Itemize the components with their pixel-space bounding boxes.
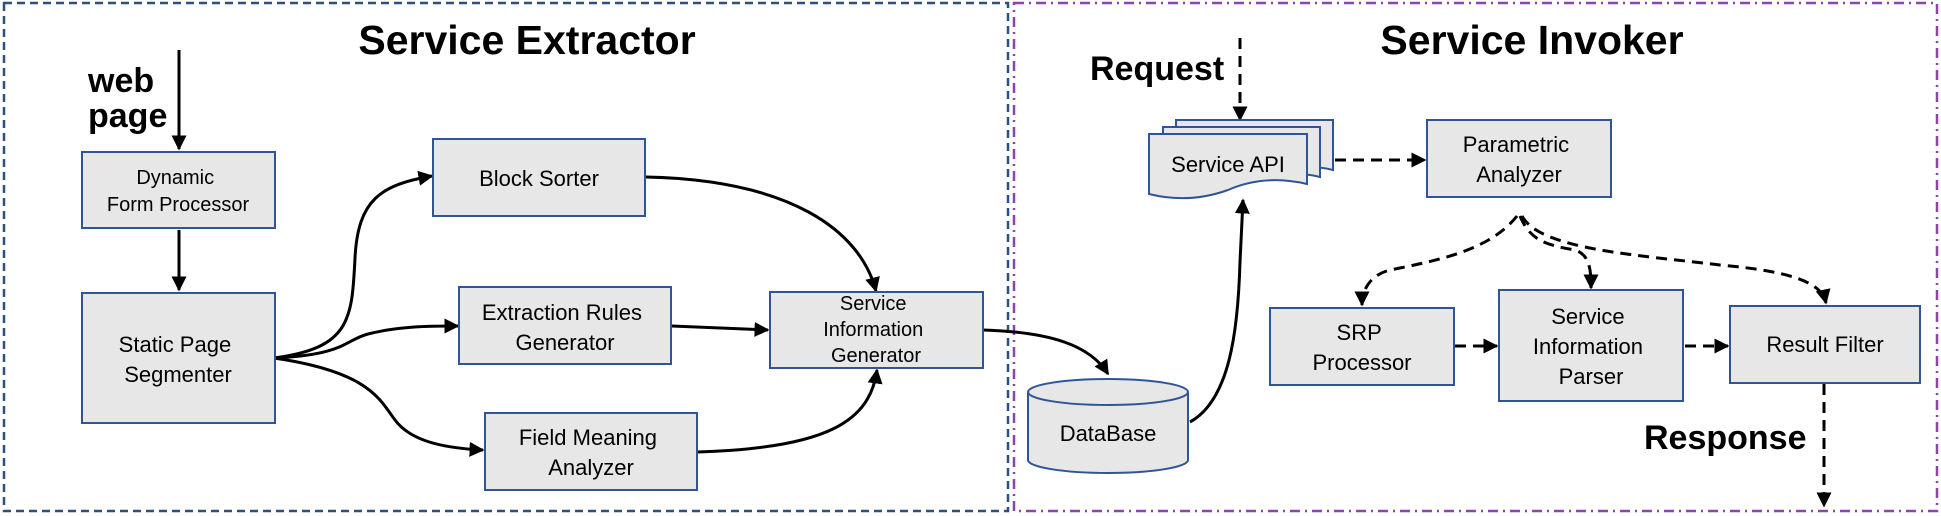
service-invoker-title: Service Invoker — [1380, 17, 1683, 63]
svg-text:Service Information: Service Information Parser — [1533, 304, 1649, 389]
arrow-static-page-to-block-sorter — [273, 170, 434, 360]
svg-text:Service API: Service API — [1171, 152, 1285, 177]
arrow-parametric-to-result-filter — [1520, 215, 1831, 305]
field-meaning-analyzer-box: Field Meaning Analyzer — [484, 412, 698, 491]
node-label: Generator — [831, 345, 921, 367]
node-label: Result Filter — [1766, 332, 1883, 357]
node-label: Service API — [1171, 152, 1285, 177]
extraction-rules-generator-box: Extraction Rules Generator — [458, 286, 672, 365]
service-extractor-panel — [2, 1, 1010, 513]
arrow-block-sorter-to-service-info-gen — [645, 175, 880, 293]
svg-text:Dynamic Form Processor: Dynamic Form Processor — [107, 167, 250, 216]
node-label: Form Processor — [107, 194, 250, 216]
node-label: Field Meaning — [519, 425, 657, 450]
arrow-extraction-rules-to-service-info-gen — [671, 321, 770, 337]
node-label: Service — [840, 293, 907, 315]
web-page-label: web page — [87, 62, 167, 135]
node-label: Parser — [1559, 364, 1624, 389]
service-extractor-title: Service Extractor — [358, 17, 695, 63]
node-label: Service — [1551, 304, 1624, 329]
arrow-static-page-to-field-meaning — [273, 356, 485, 457]
svg-text:Field Meaning Analyzer: Field Meaning Analyzer — [519, 425, 663, 480]
response-label: Response — [1644, 419, 1807, 457]
request-label: Request — [1090, 50, 1224, 88]
node-label: Parametric — [1463, 132, 1569, 157]
arrow-service-info-gen-to-database — [982, 328, 1110, 376]
node-label: Block Sorter — [479, 166, 599, 191]
node-label: Dynamic — [136, 167, 214, 189]
node-label: Extraction Rules — [482, 300, 642, 325]
node-label: Segmenter — [124, 362, 232, 387]
parametric-analyzer-box: Parametric Analyzer — [1426, 119, 1612, 198]
arrow-static-page-to-extraction-rules — [273, 318, 460, 360]
svg-text:SRP Processor: SRP Processor — [1312, 320, 1411, 375]
svg-text:DataBase: DataBase — [1060, 421, 1157, 446]
node-label: Analyzer — [548, 455, 634, 480]
static-page-segmenter-box: Static Page Segmenter — [81, 292, 276, 424]
block-sorter-box: Block Sorter — [432, 138, 646, 217]
web-page-label-line: web — [87, 62, 154, 100]
node-label: Analyzer — [1476, 162, 1562, 187]
arrow-field-meaning-to-service-info-gen — [697, 368, 883, 454]
node-label: Information — [1533, 334, 1643, 359]
node-label: SRP — [1337, 320, 1382, 345]
svg-text:Parametric Analyzer: Parametric Analyzer — [1463, 132, 1575, 187]
srp-processor-box: SRP Processor — [1269, 307, 1455, 386]
node-label: DataBase — [1060, 421, 1157, 446]
node-label: Information — [823, 319, 923, 341]
arrow-database-to-service-api — [1189, 198, 1250, 424]
node-label: Processor — [1312, 350, 1411, 375]
database-cylinder: DataBase — [1027, 378, 1189, 474]
result-filter-box: Result Filter — [1729, 305, 1921, 384]
service-invoker-panel — [1012, 1, 1939, 513]
arrow-parametric-to-srp — [1354, 215, 1519, 307]
svg-text:Block Sorter: Block Sorter — [479, 166, 599, 191]
node-label: Static Page — [119, 332, 232, 357]
svg-text:Extraction Rules Generat: Extraction Rules Generator — [482, 300, 648, 355]
arrow-parametric-to-service-info-parser — [1518, 215, 1599, 290]
service-information-parser-box: Service Information Parser — [1498, 289, 1684, 402]
svg-text:Static Page Segmenter: Static Page Segmenter — [119, 332, 238, 387]
service-api-document-stack: Service API — [1148, 119, 1334, 200]
svg-text:Result Filter: Result Filter — [1766, 332, 1883, 357]
node-label: Generator — [515, 330, 614, 355]
service-information-generator-box: Service Information Generator — [769, 291, 984, 369]
dynamic-form-processor-box: Dynamic Form Processor — [81, 151, 276, 229]
web-page-label-line: page — [88, 97, 167, 135]
svg-text:Service Information: Service Information Generator — [823, 293, 929, 367]
